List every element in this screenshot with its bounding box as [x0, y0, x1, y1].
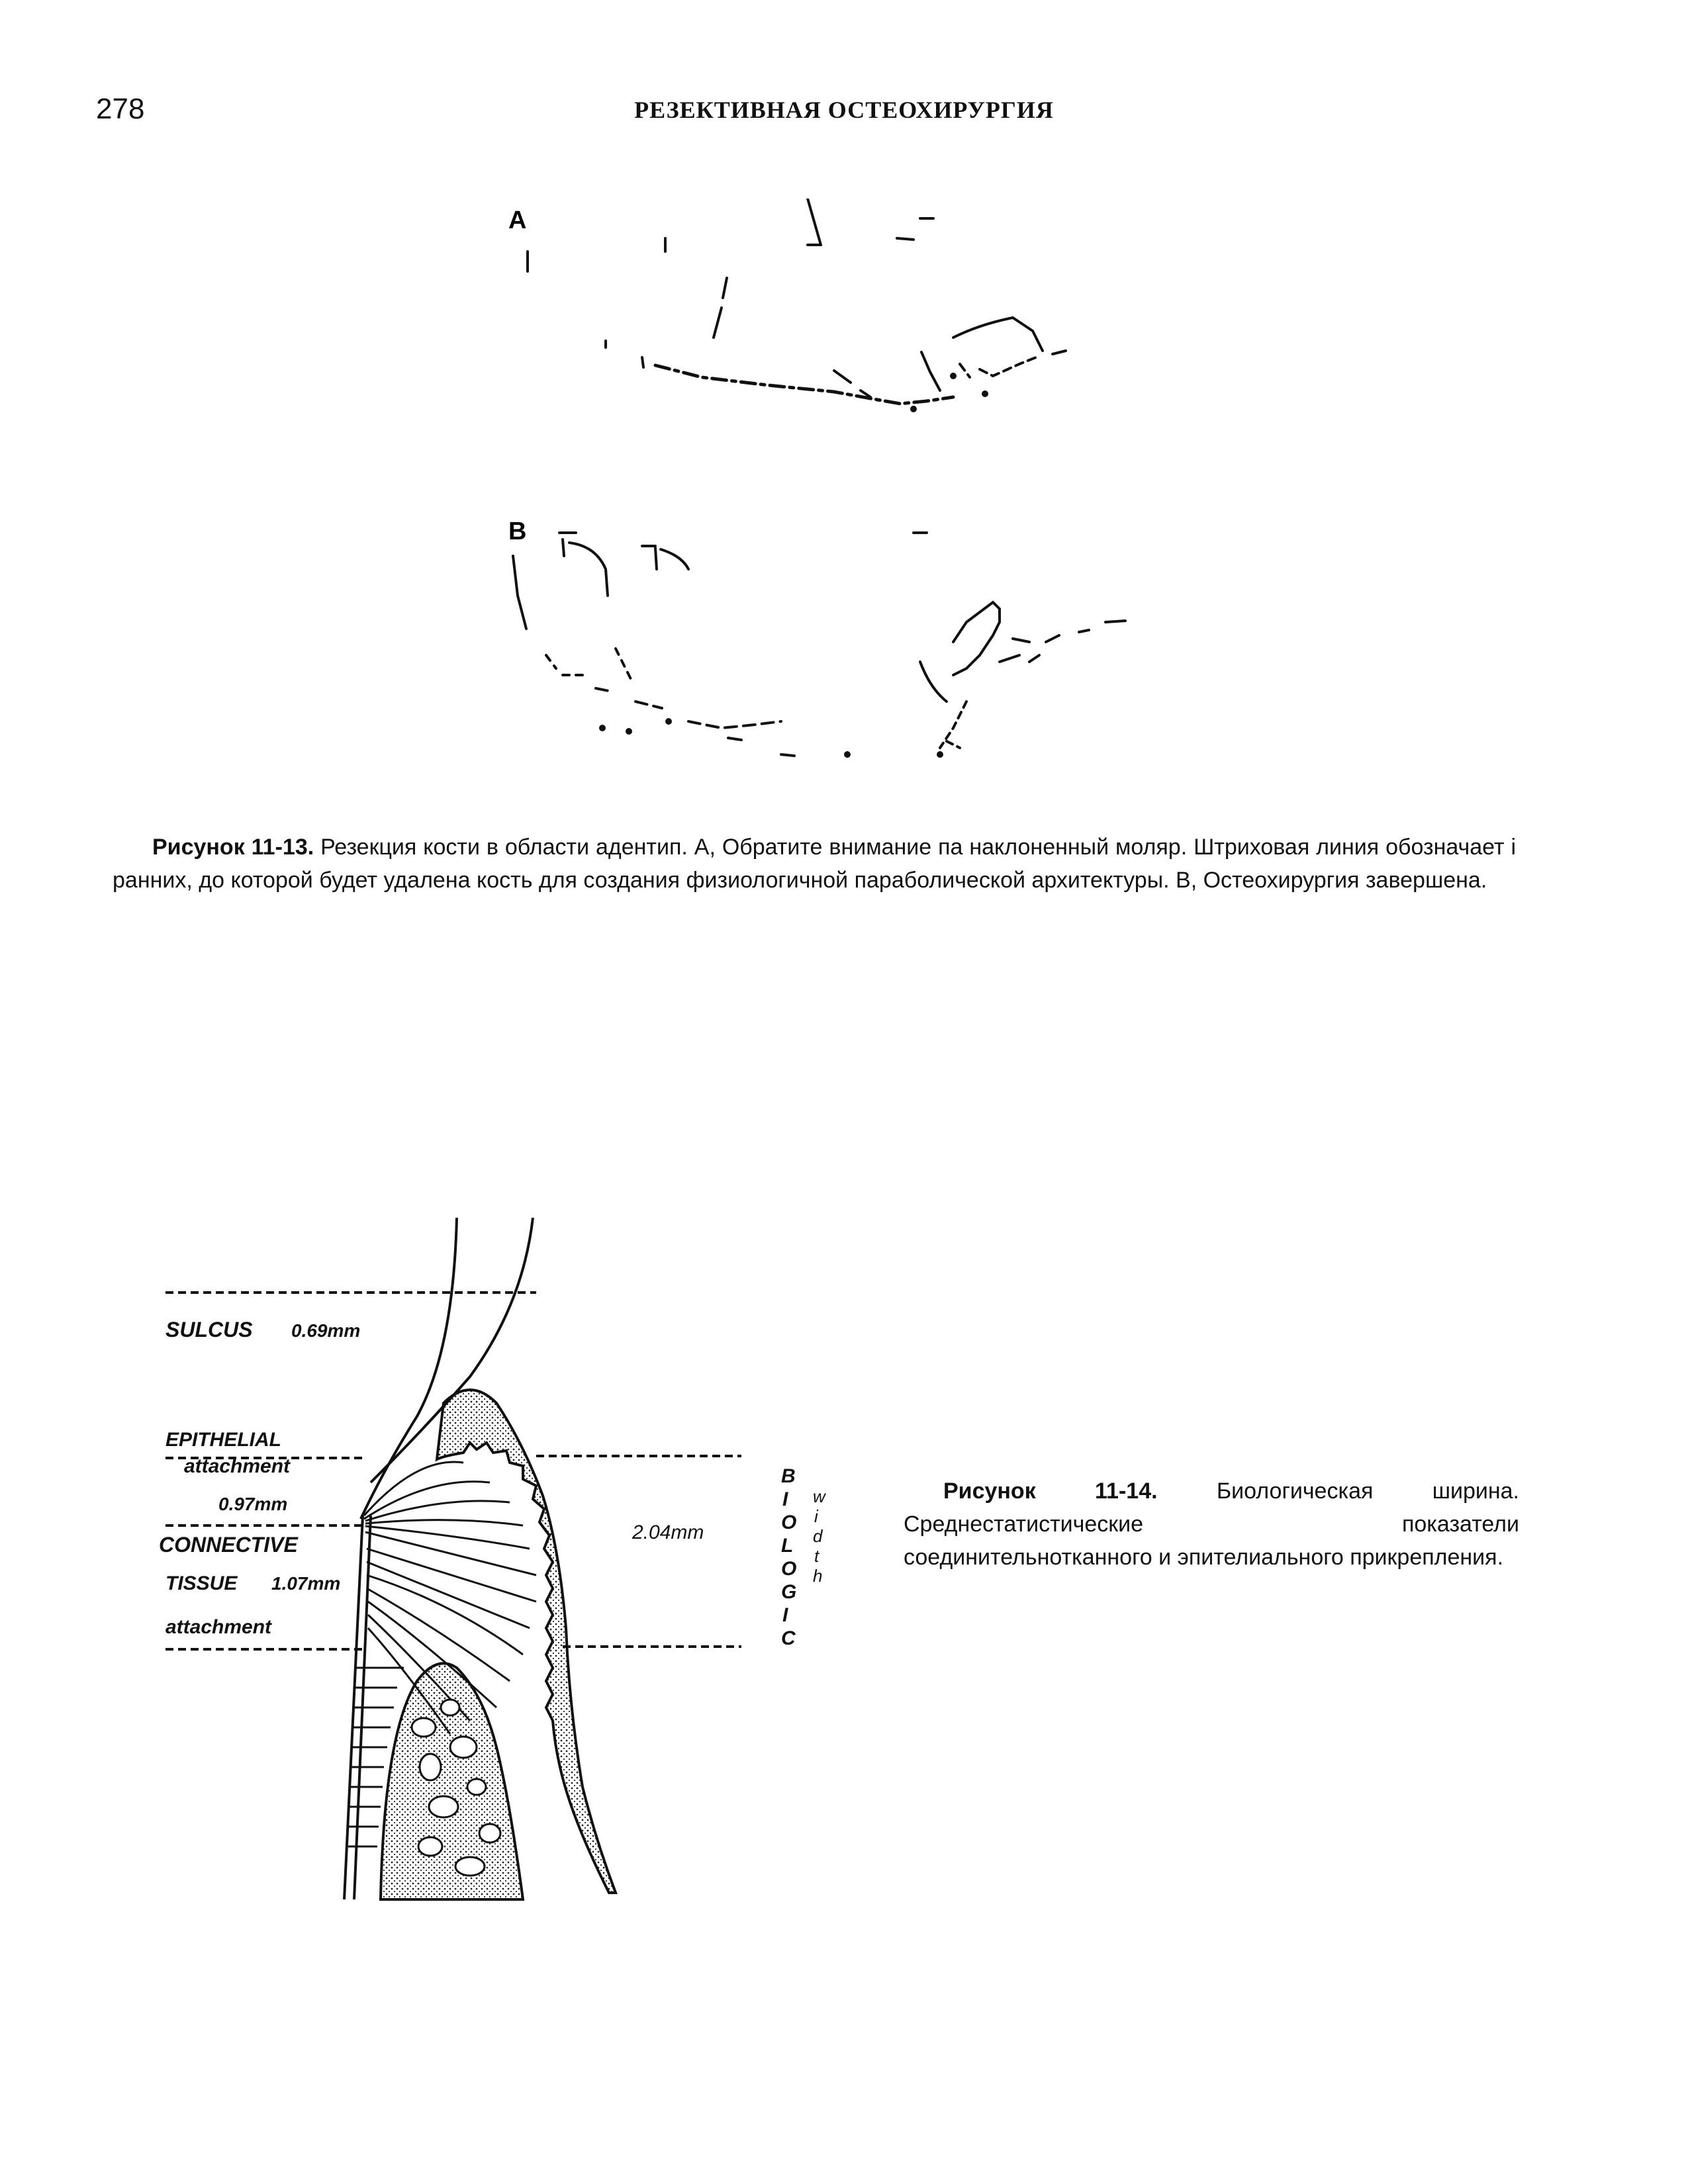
sulcus-value: 0.69mm [291, 1320, 360, 1341]
reference-lines [165, 1291, 741, 1651]
figure-11-13: A B [490, 199, 1185, 781]
bone-marrow-spaces [410, 1698, 502, 1877]
connective-label: CONNECTIVE [159, 1533, 299, 1557]
gingiva [435, 1388, 618, 1894]
biologic-letter: B [781, 1465, 796, 1487]
epithelial-attachment-label: attachment [184, 1455, 291, 1477]
running-title: РЕЗЕКТИВНАЯ ОСТЕОХИРУРГИЯ [634, 97, 1054, 123]
sulcus-label: SULCUS [165, 1318, 253, 1342]
tooth-outline [359, 1217, 534, 1520]
biologic-letter: I [782, 1488, 788, 1510]
figure-11-13-drawing: A B [508, 199, 1127, 758]
biologic-letter: L [781, 1535, 793, 1557]
figure-11-14-drawing: SULCUS 0.69mm EPITHELIAL attachment 0.97… [159, 1217, 827, 1901]
connective-attachment-label: attachment [165, 1616, 273, 1638]
panel-a-label: A [508, 206, 526, 234]
epithelial-value: 0.97mm [218, 1494, 287, 1514]
biologic-letter: C [781, 1627, 796, 1649]
biologic-letter: I [782, 1604, 788, 1626]
figure-11-14-caption: Рисунок 11-14. Биологическая ширина. Сре… [904, 1475, 1519, 1574]
width-letter: t [814, 1546, 820, 1566]
epithelial-label: EPITHELIAL [165, 1429, 281, 1451]
width-letter: w [813, 1486, 827, 1506]
figure-11-13-caption: Рисунок 11-13. Резекция кости в области … [113, 831, 1516, 897]
connective-fibers [363, 1461, 537, 1735]
page-number: 278 [96, 93, 145, 125]
figure-11-14-caption-label: Рисунок 11-14. [943, 1479, 1158, 1504]
panel-a-tracing [526, 199, 1067, 412]
biologic-letter: G [781, 1581, 796, 1603]
panel-b-tracing [512, 531, 1127, 758]
width-letter: h [813, 1566, 822, 1586]
biologic-vertical-label: B I O L O G I C [781, 1465, 796, 1649]
panel-b-label: B [508, 518, 526, 545]
figure-11-14: SULCUS 0.69mm EPITHELIAL attachment 0.97… [152, 1205, 847, 1919]
width-letter: i [814, 1506, 819, 1526]
tissue-label: TISSUE [165, 1572, 238, 1594]
width-vertical-label: w i d t h [813, 1486, 827, 1586]
tissue-value: 1.07mm [271, 1573, 340, 1594]
biologic-letter: O [781, 1558, 796, 1580]
biologic-letter: O [781, 1512, 796, 1533]
biologic-width-value: 2.04mm [632, 1522, 704, 1543]
figure-11-13-caption-text: Резекция кости в области адентип. А, Обр… [113, 835, 1517, 893]
pdl-lines [348, 1666, 404, 1848]
width-letter: d [813, 1526, 823, 1546]
figure-11-13-caption-label: Рисунок 11-13. [152, 835, 314, 860]
figure-11-14-caption-text: Биологическая ширина. Среднестатистическ… [904, 1479, 1519, 1570]
